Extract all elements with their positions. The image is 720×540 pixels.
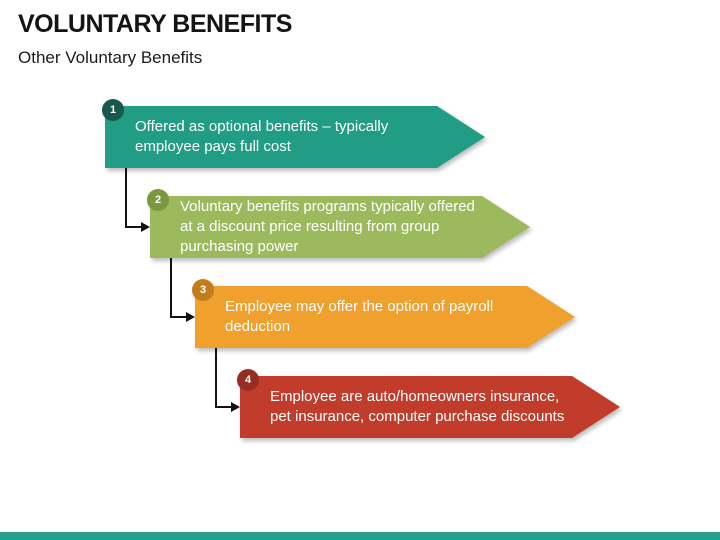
step-number-badge-3: 3 bbox=[192, 279, 214, 301]
step-text-line: Employee may offer the option of payroll bbox=[225, 298, 494, 315]
step-4-text: Employee are auto/homeowners insurance, … bbox=[270, 387, 564, 427]
step-2-text: Voluntary benefits programs typically of… bbox=[180, 197, 475, 257]
step-text-line: purchasing power bbox=[180, 238, 299, 255]
step-text-line: employee pays full cost bbox=[135, 138, 291, 155]
connector-arrowhead-icon-2 bbox=[186, 312, 195, 322]
step-text-line: pet insurance, computer purchase discoun… bbox=[270, 408, 565, 425]
step-text-line: at a discount price resulting from group bbox=[180, 218, 440, 235]
step-text-line: Employee are auto/homeowners insurance, bbox=[270, 388, 560, 405]
elbow-connector-2-horizontal bbox=[170, 316, 187, 318]
step-text-line: Offered as optional benefits – typically bbox=[135, 118, 389, 135]
step-1-text: Offered as optional benefits – typically… bbox=[135, 117, 388, 157]
step-number-badge-1: 1 bbox=[102, 99, 124, 121]
step-number-badge-4: 4 bbox=[237, 369, 259, 391]
step-number-badge-2: 2 bbox=[147, 189, 169, 211]
step-2: Voluntary benefits programs typically of… bbox=[147, 189, 530, 258]
connector-arrowhead-icon-3 bbox=[231, 402, 240, 412]
page-title: VOLUNTARY BENEFITS bbox=[18, 10, 292, 38]
step-3: Employee may offer the option of payroll… bbox=[192, 279, 575, 348]
page-subtitle: Other Voluntary Benefits bbox=[18, 48, 203, 67]
step-text-line: deduction bbox=[225, 318, 291, 335]
elbow-connector-3 bbox=[215, 348, 217, 408]
connector-arrowhead-icon-1 bbox=[141, 222, 150, 232]
step-1: Offered as optional benefits – typically… bbox=[102, 99, 485, 168]
footer-accent-bar bbox=[0, 532, 720, 540]
step-text-line: Voluntary benefits programs typically of… bbox=[180, 198, 475, 215]
arrow-shape-2: Voluntary benefits programs typically of… bbox=[150, 196, 530, 258]
elbow-connector-1-horizontal bbox=[125, 226, 142, 228]
elbow-connector-3-horizontal bbox=[215, 406, 232, 408]
elbow-connector-2 bbox=[170, 258, 172, 318]
step-4: Employee are auto/homeowners insurance, … bbox=[237, 369, 620, 438]
arrow-shape-4: Employee are auto/homeowners insurance, … bbox=[240, 376, 620, 438]
arrow-shape-1: Offered as optional benefits – typically… bbox=[105, 106, 485, 168]
arrow-shape-3: Employee may offer the option of payroll… bbox=[195, 286, 575, 348]
step-3-text: Employee may offer the option of payroll… bbox=[225, 297, 493, 337]
elbow-connector-1 bbox=[125, 168, 127, 228]
